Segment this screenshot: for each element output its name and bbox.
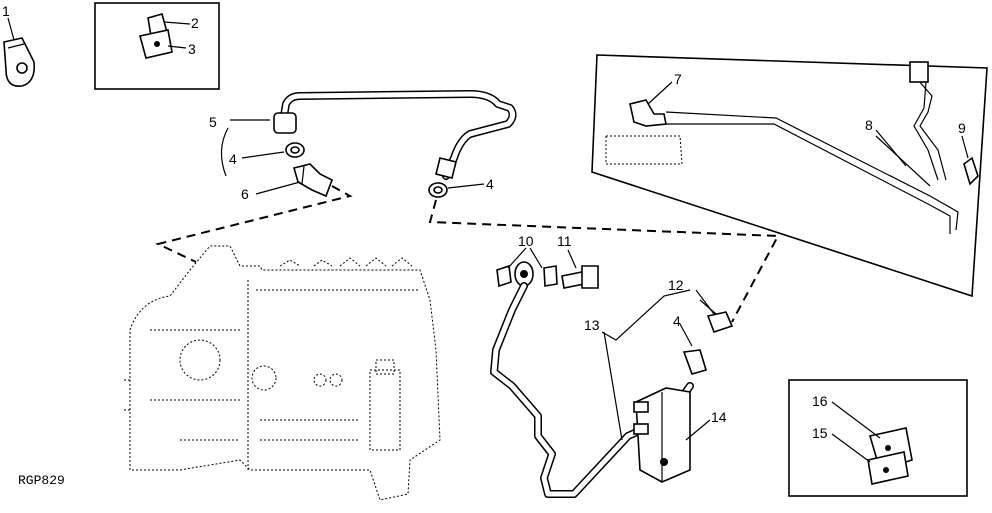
seal-washer-4-lower [682,349,707,375]
alternate-fuel-line-8 [665,61,959,234]
callout-10: 10 [518,233,534,249]
callout-4-lower: 4 [673,313,681,329]
callout-15: 15 [812,425,828,441]
inset-box-bracket [788,379,968,497]
callout-4-right: 4 [486,176,494,192]
callout-2: 2 [191,15,199,31]
callout-14: 14 [711,409,727,425]
seal-washer-4-right [428,182,448,198]
inset-box-alternate-line [591,54,988,298]
injection-pump [122,245,441,501]
filter-bracket-14 [633,387,691,483]
callout-9: 9 [958,120,966,136]
clip-part-1 [3,37,36,87]
leader-lines [7,17,969,463]
callout-12: 12 [668,277,684,293]
callout-7: 7 [674,71,682,87]
callout-13: 13 [584,317,600,333]
dashed-connector-right [428,199,780,323]
callout-6: 6 [241,186,249,202]
clip-9 [963,156,979,186]
clip-bracket-part-2-3 [139,13,173,59]
callout-1: 1 [2,3,10,19]
seal-washer-4-upper [285,142,305,158]
callout-3: 3 [188,41,196,57]
callout-11: 11 [557,233,572,249]
callout-8: 8 [865,117,873,133]
figure-code: RGP829 [18,473,65,488]
bracket-15-16 [867,427,913,485]
callout-4-upper: 4 [229,151,237,167]
banjo-bolt-11 [561,265,599,289]
elbow-fitting-6 [293,163,334,198]
inset-box-clip [94,2,220,90]
callout-16: 16 [812,393,828,409]
callout-5: 5 [209,114,217,130]
banjo-fitting-10 [496,261,558,288]
dashed-connector-upper [155,185,353,263]
fitting-7 [605,99,683,165]
fitting-12 [699,299,734,334]
upper-fuel-line [273,90,517,180]
